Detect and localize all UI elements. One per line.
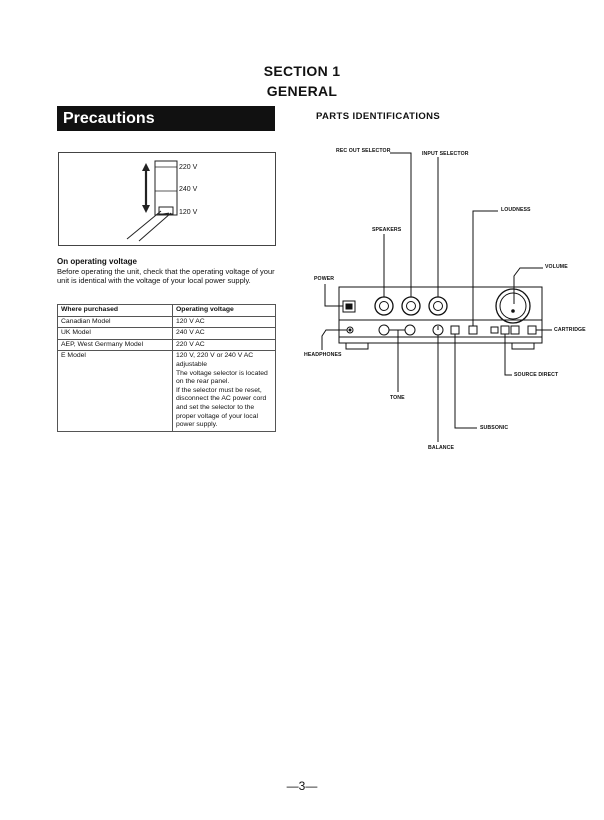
volume-knob [495, 288, 531, 324]
rec-out-leader [390, 152, 412, 297]
speakers-knob [374, 296, 394, 316]
front-panel-outline [338, 286, 543, 344]
selector-label-120: 120 V [179, 209, 198, 216]
table-cell: E Model [57, 350, 173, 432]
operating-voltage-title: On operating voltage [57, 257, 138, 266]
note-line: power supply. [176, 421, 218, 429]
source-direct-button-b [500, 325, 510, 335]
rec-out-selector-knob-center [406, 301, 416, 311]
label-balance: BALANCE [428, 445, 455, 451]
selector-label-240: 240 V [179, 186, 198, 193]
parts-identifications-title: PARTS IDENTIFICATIONS [316, 111, 441, 122]
volume-leader [513, 267, 543, 304]
label-loudness: LOUDNESS [501, 207, 531, 213]
cartridge-button [527, 325, 537, 335]
label-speakers: SPEAKERS [372, 227, 402, 233]
headphones-jack-center [348, 328, 352, 332]
label-tone: TONE [390, 395, 405, 401]
input-selector-knob [428, 296, 448, 316]
rec-out-selector-knob [401, 296, 421, 316]
source-direct-button-c [510, 325, 520, 335]
treble-knob [404, 324, 416, 336]
note-line: adjustable [176, 360, 207, 368]
label-cartridge: CARTRIDGE [554, 327, 586, 333]
note-line: proper voltage of your local [176, 412, 258, 420]
subsonic-button [450, 325, 460, 335]
table-header-row: Where purchased Operating voltage [57, 304, 276, 317]
label-headphones: HEADPHONES [304, 352, 342, 358]
speakers-knob-center [379, 301, 389, 311]
note-line: disconnect the AC power cord [176, 395, 267, 403]
label-source-direct: SOURCE DIRECT [514, 372, 559, 378]
voltage-selector-drawing [126, 160, 178, 242]
right-foot [511, 342, 535, 350]
input-selector-knob-center [433, 301, 443, 311]
bass-knob [378, 324, 390, 336]
voltage-table: Where purchased Operating voltage Canadi… [57, 304, 276, 432]
power-leader [324, 284, 343, 307]
table-row: UK Model 240 V AC [57, 327, 276, 340]
loudness-button [468, 325, 478, 335]
source-direct-leader [504, 334, 512, 376]
label-rec-out-selector: REC OUT SELECTOR [336, 148, 391, 154]
table-row: E Model 120 V, 220 V or 240 V AC adjusta… [57, 350, 276, 432]
section-number: SECTION 1 [263, 63, 341, 79]
page-number: —3— [286, 779, 318, 793]
source-direct-button-a [490, 326, 499, 334]
headphones-leader [321, 329, 347, 350]
loudness-leader [472, 210, 498, 326]
label-input-selector: INPUT SELECTOR [422, 151, 469, 157]
operating-voltage-text: Before operating the unit, check that th… [57, 267, 275, 286]
left-foot [345, 342, 369, 350]
volume-knob-indicator [511, 309, 515, 313]
section-title: GENERAL [266, 83, 338, 99]
note-line: on the rear panel. [176, 378, 230, 386]
note-line: and set the selector to the [176, 403, 255, 411]
table-cell-e-model-notes: 120 V, 220 V or 240 V AC adjustable The … [172, 350, 276, 432]
note-line: If the selector must be reset, [176, 386, 262, 394]
selector-label-220: 220 V [179, 164, 198, 171]
power-button-face [345, 303, 353, 310]
volume-knob-inner [499, 292, 527, 320]
label-power: POWER [314, 276, 335, 282]
voltage-selector-illustration: 220 V 240 V 120 V [58, 152, 276, 246]
leader-lines [321, 152, 552, 442]
note-line: 120 V, 220 V or 240 V AC [176, 352, 254, 360]
subsonic-leader [454, 334, 477, 429]
note-line: The voltage selector is located [176, 369, 268, 377]
precautions-heading: Precautions [57, 106, 275, 131]
label-subsonic: SUBSONIC [480, 425, 509, 431]
label-volume: VOLUME [545, 264, 568, 270]
